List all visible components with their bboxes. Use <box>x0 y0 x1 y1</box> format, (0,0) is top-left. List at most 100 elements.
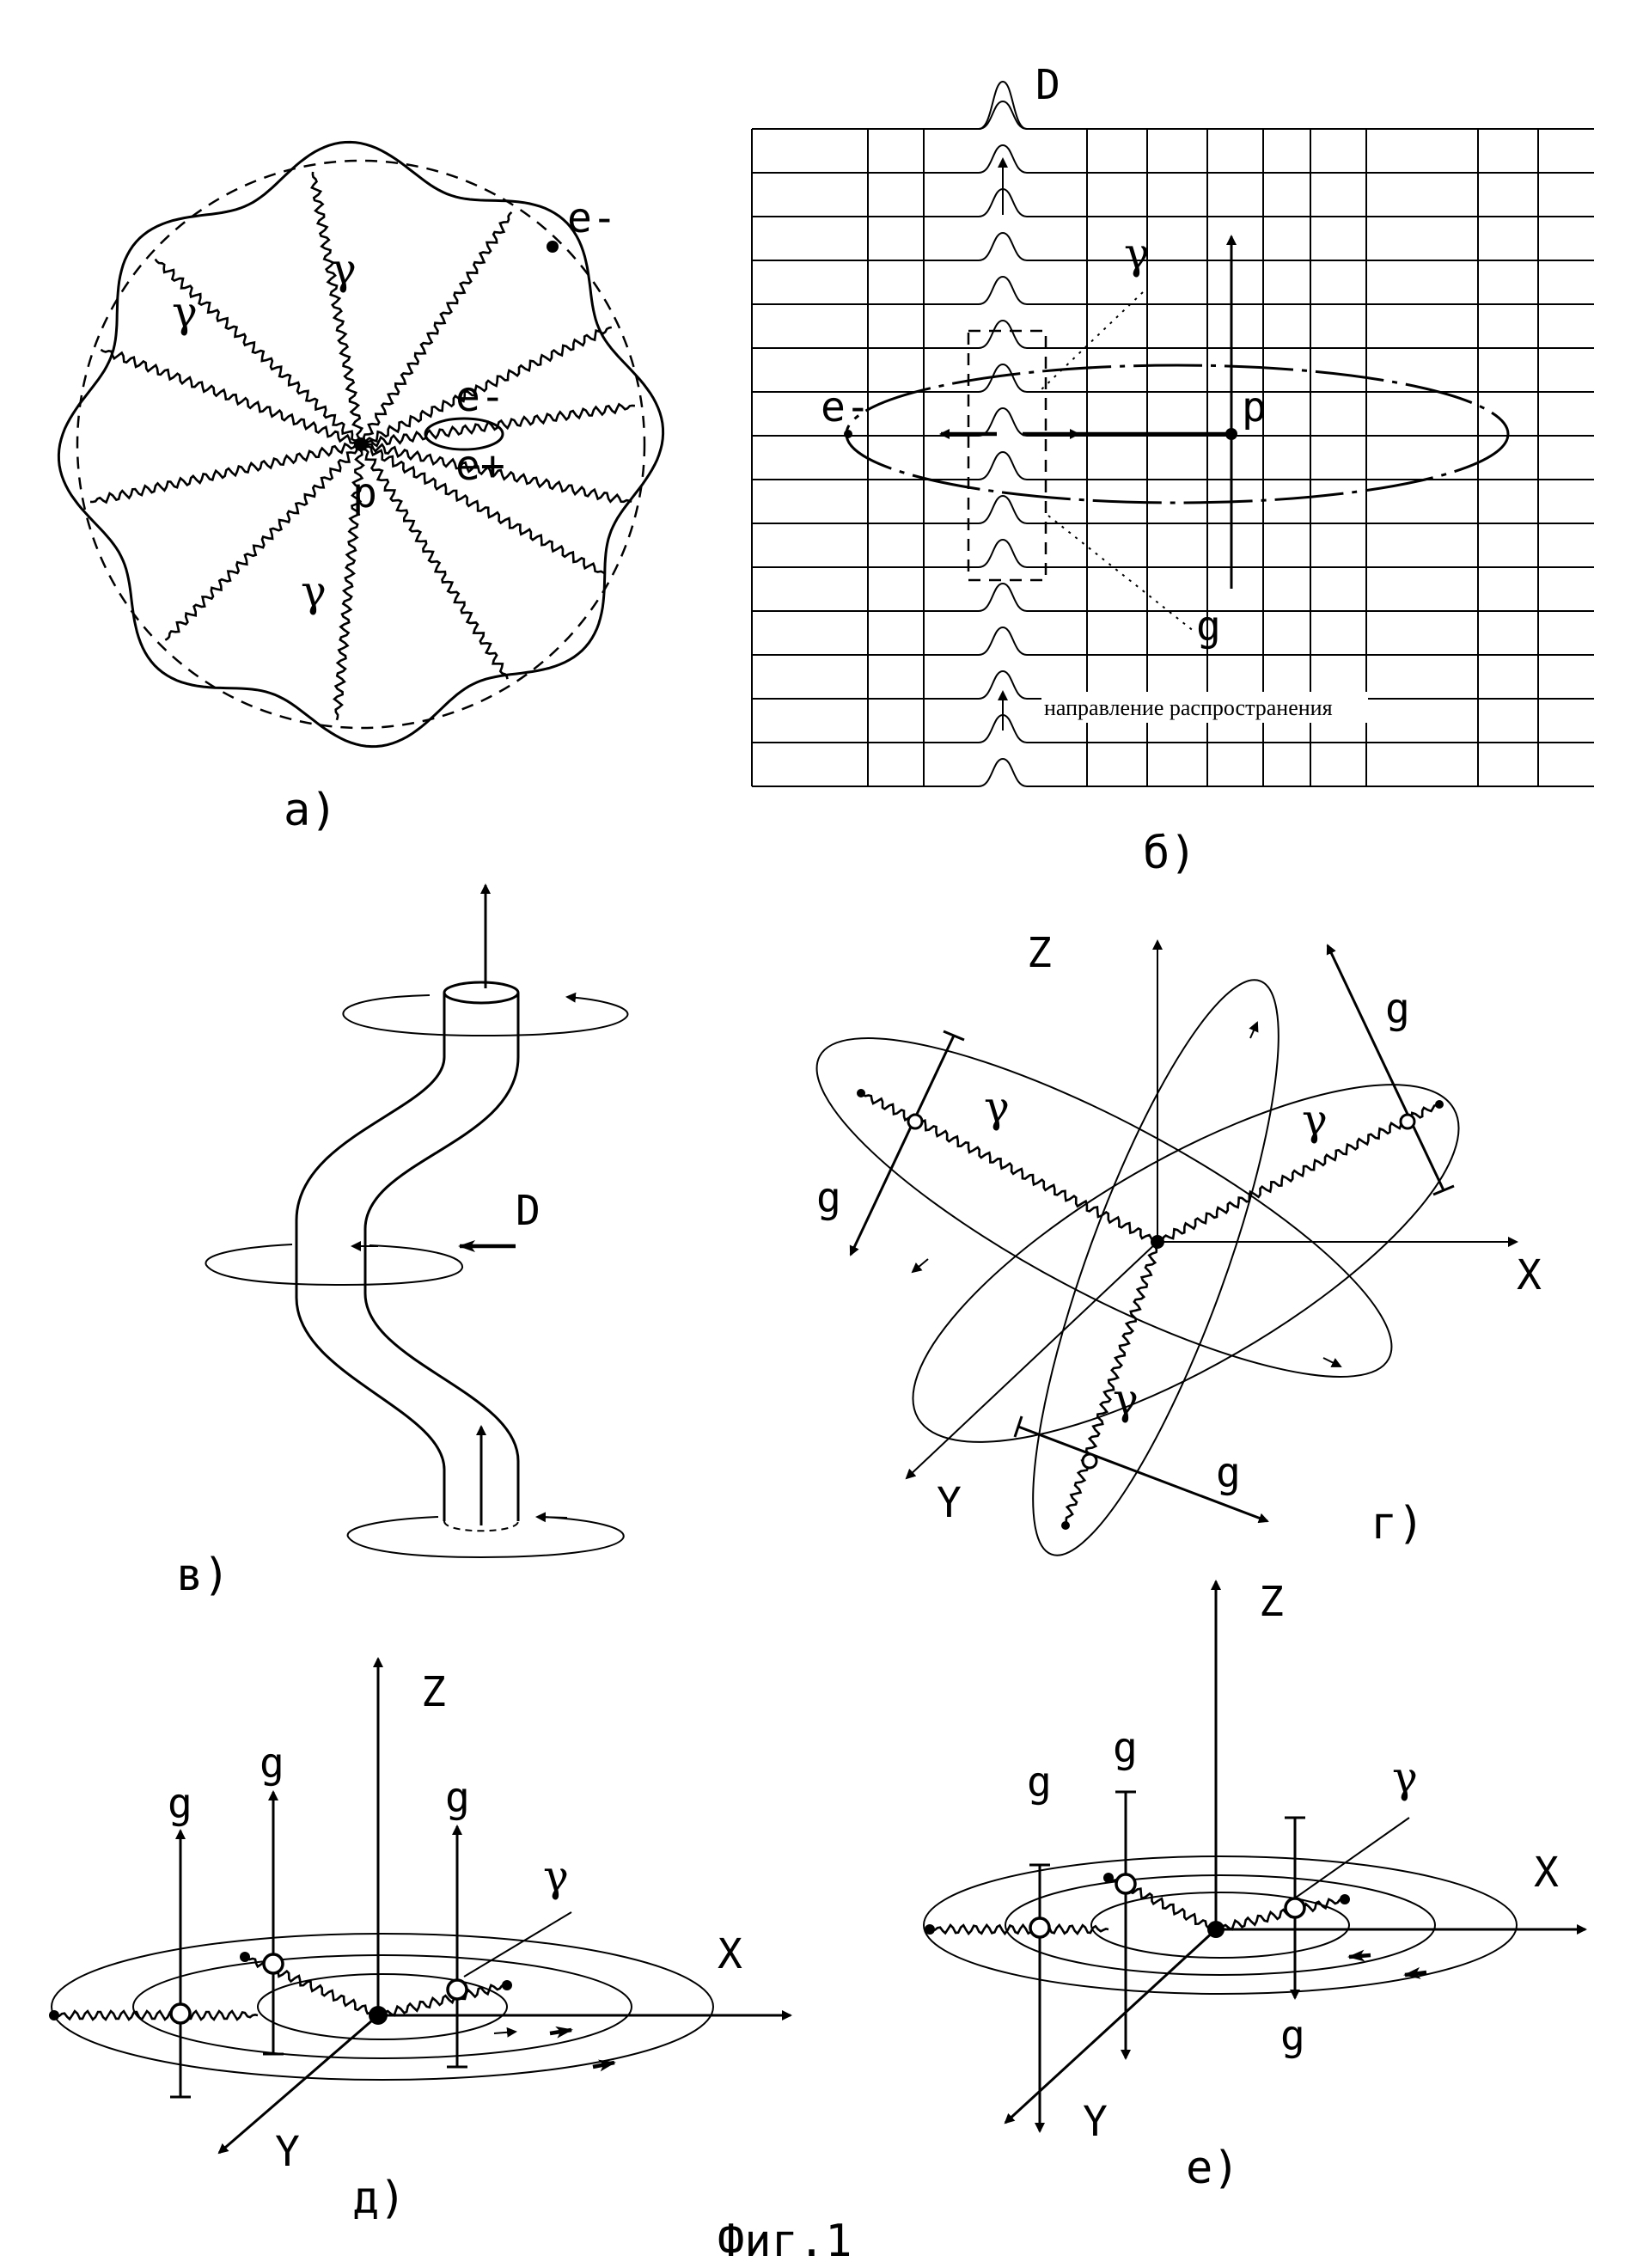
panel-g-graviton-1-label: g <box>816 1174 841 1222</box>
panel-e-axis-y-label: Y <box>1083 2098 1108 2146</box>
panel-b-top-peak <box>978 80 1028 130</box>
panel-e-photon-right <box>1216 1898 1345 1931</box>
panel-d-axis-x-label: X <box>718 1930 742 1978</box>
panel-v-wave-label: D <box>516 1187 541 1235</box>
panel-e-node-2 <box>1115 1873 1137 1895</box>
panel-g-gamma-3: γ <box>1113 1374 1139 1424</box>
panel-g-graviton-1 <box>849 1035 956 1256</box>
panel-g-electron-3 <box>1061 1521 1070 1530</box>
panel-b-grid-horizontal <box>752 538 1594 568</box>
panel-a-dashed-orbit <box>76 159 646 730</box>
panel-g-axis-z-label: Z <box>1027 929 1052 977</box>
panel-b-grid-horizontal <box>752 757 1594 787</box>
panel-b-gamma-pointer <box>1039 291 1144 392</box>
panel-g-orbit-arrow-3 <box>1249 1021 1259 1039</box>
panel-v-mid-swirl <box>205 1244 463 1287</box>
panel-a-photon-ray <box>359 443 509 680</box>
panel-d-gamma-label: γ <box>543 1851 569 1901</box>
panel-b-electron-dot <box>844 430 852 438</box>
panel-g-node-1 <box>907 1113 924 1130</box>
panel-e-node-3 <box>1284 1897 1306 1919</box>
panel-e-graviton-1-label: g <box>1027 1758 1052 1806</box>
panel-d-orbit-arrow-1 <box>549 2026 573 2039</box>
panel-e-orbit-arrow-2 <box>1403 1966 1427 1979</box>
panel-d-photon-left <box>53 2009 259 2021</box>
panel-a-gamma-2: γ <box>172 287 198 337</box>
panel-a-gamma-1: γ <box>331 244 357 294</box>
panel-a-electron-dot <box>547 241 559 253</box>
panel-e-axis-z-label: Z <box>1259 1578 1284 1626</box>
panel-b-wave-label: D <box>1035 61 1060 109</box>
panel-d-axis-z-label: Z <box>421 1668 446 1716</box>
panel-a-electron-outer-label: e- <box>567 194 617 242</box>
panel-b-grid-horizontal <box>752 582 1594 612</box>
panel-b-grid-horizontal <box>752 144 1594 174</box>
panel-v-bottom-swirl-arrow <box>535 1512 568 1523</box>
panel-v-tube-right <box>363 993 520 1521</box>
panel-b-grid-horizontal <box>752 626 1594 656</box>
panel-g-orbit-arrow-1 <box>911 1258 929 1274</box>
panel-a-photon-ray <box>360 326 613 446</box>
panel-a-pair-minus-label: e- <box>455 373 505 421</box>
panel-e-graviton-2-label: g <box>1113 1724 1138 1772</box>
panel-g-center-dot <box>1151 1235 1164 1249</box>
panel-b-label: б) <box>1143 828 1197 879</box>
panel-v-tube-left <box>295 993 446 1521</box>
panel-e-node-1 <box>1029 1916 1051 1939</box>
panel-e-electron-2 <box>1103 1873 1114 1883</box>
panel-d-electron-3 <box>502 1980 512 1990</box>
panel-a: e- e- e+ p γ γ γ а) <box>57 140 665 836</box>
panel-e-orbit-arrow-1 <box>1347 1949 1371 1962</box>
panel-g-photon-2 <box>1157 1103 1440 1244</box>
panel-g-label: г) <box>1371 1498 1425 1550</box>
panel-d-graviton-1-label: g <box>168 1780 192 1828</box>
panel-g-electron-2 <box>1435 1100 1444 1109</box>
panel-d-graviton-2-label: g <box>260 1739 284 1788</box>
panel-b-proton-dot <box>1225 428 1237 440</box>
panel-g-graviton-2-label: g <box>1385 985 1410 1033</box>
panel-g-axis-x-label: X <box>1517 1251 1542 1299</box>
panel-b-grid-horizontal <box>752 187 1594 217</box>
panel-b-graviton-label: g <box>1196 602 1221 651</box>
panel-e-center-dot <box>1207 1921 1225 1938</box>
panel-d-axis-y <box>217 2014 379 2155</box>
panel-d-orbit-middle <box>132 1954 632 2059</box>
panel-a-photon-ray <box>360 443 607 576</box>
panel-d-orbit-arrow-2 <box>592 2059 616 2072</box>
panel-v: D в) <box>176 883 629 1601</box>
panel-d-center-dot <box>369 2006 388 2025</box>
panel-d-label: д) <box>352 2173 406 2224</box>
panel-a-proton-label: p <box>352 469 377 517</box>
panel-g-graviton-3-cap <box>1013 1415 1023 1438</box>
panel-e-photon-left <box>929 1923 1109 1936</box>
panel-a-standing-wave-orbit <box>57 140 665 749</box>
panel-e-label: е) <box>1186 2143 1240 2194</box>
panel-g-graviton-2 <box>1326 944 1445 1191</box>
panel-g-axis-y-label: Y <box>937 1479 962 1527</box>
panel-b-grid-horizontal <box>752 231 1594 261</box>
panel-g-graviton-2-cap <box>1432 1184 1455 1196</box>
panel-d-gamma-line <box>463 1911 572 1978</box>
panel-a-pair-loop <box>424 417 504 451</box>
panel-d-node-3 <box>446 1978 468 2001</box>
panel-b: D γ e- p g направление распространения б… <box>751 61 1594 879</box>
panel-g-gamma-1: γ <box>984 1082 1010 1132</box>
panel-a-gamma-3: γ <box>301 566 327 616</box>
panel-a-photon-ray <box>100 348 362 446</box>
panel-e-graviton-3-label: g <box>1280 2012 1305 2060</box>
panel-e: Z X Y g g g γ е) <box>923 1578 1587 2194</box>
panel-e-gamma-line <box>1292 1817 1410 1900</box>
panel-g-axis-y <box>905 1241 1158 1480</box>
panel-e-orbit-middle <box>1005 1874 1436 1976</box>
panel-b-grid-horizontal <box>752 275 1594 305</box>
panel-b-grid-horizontal <box>752 450 1594 480</box>
panel-b-grid-horizontal <box>752 363 1594 393</box>
panel-d-graviton-3-label: g <box>445 1774 470 1822</box>
panel-e-electron-1 <box>925 1924 935 1935</box>
panel-d-orbit-inner <box>257 1973 508 2040</box>
panel-b-gamma-label: γ <box>1124 229 1150 278</box>
panel-a-photon-ray <box>310 171 364 445</box>
panel-v-label: в) <box>176 1550 230 1601</box>
figure-caption: Фиг.1 <box>718 2216 852 2267</box>
